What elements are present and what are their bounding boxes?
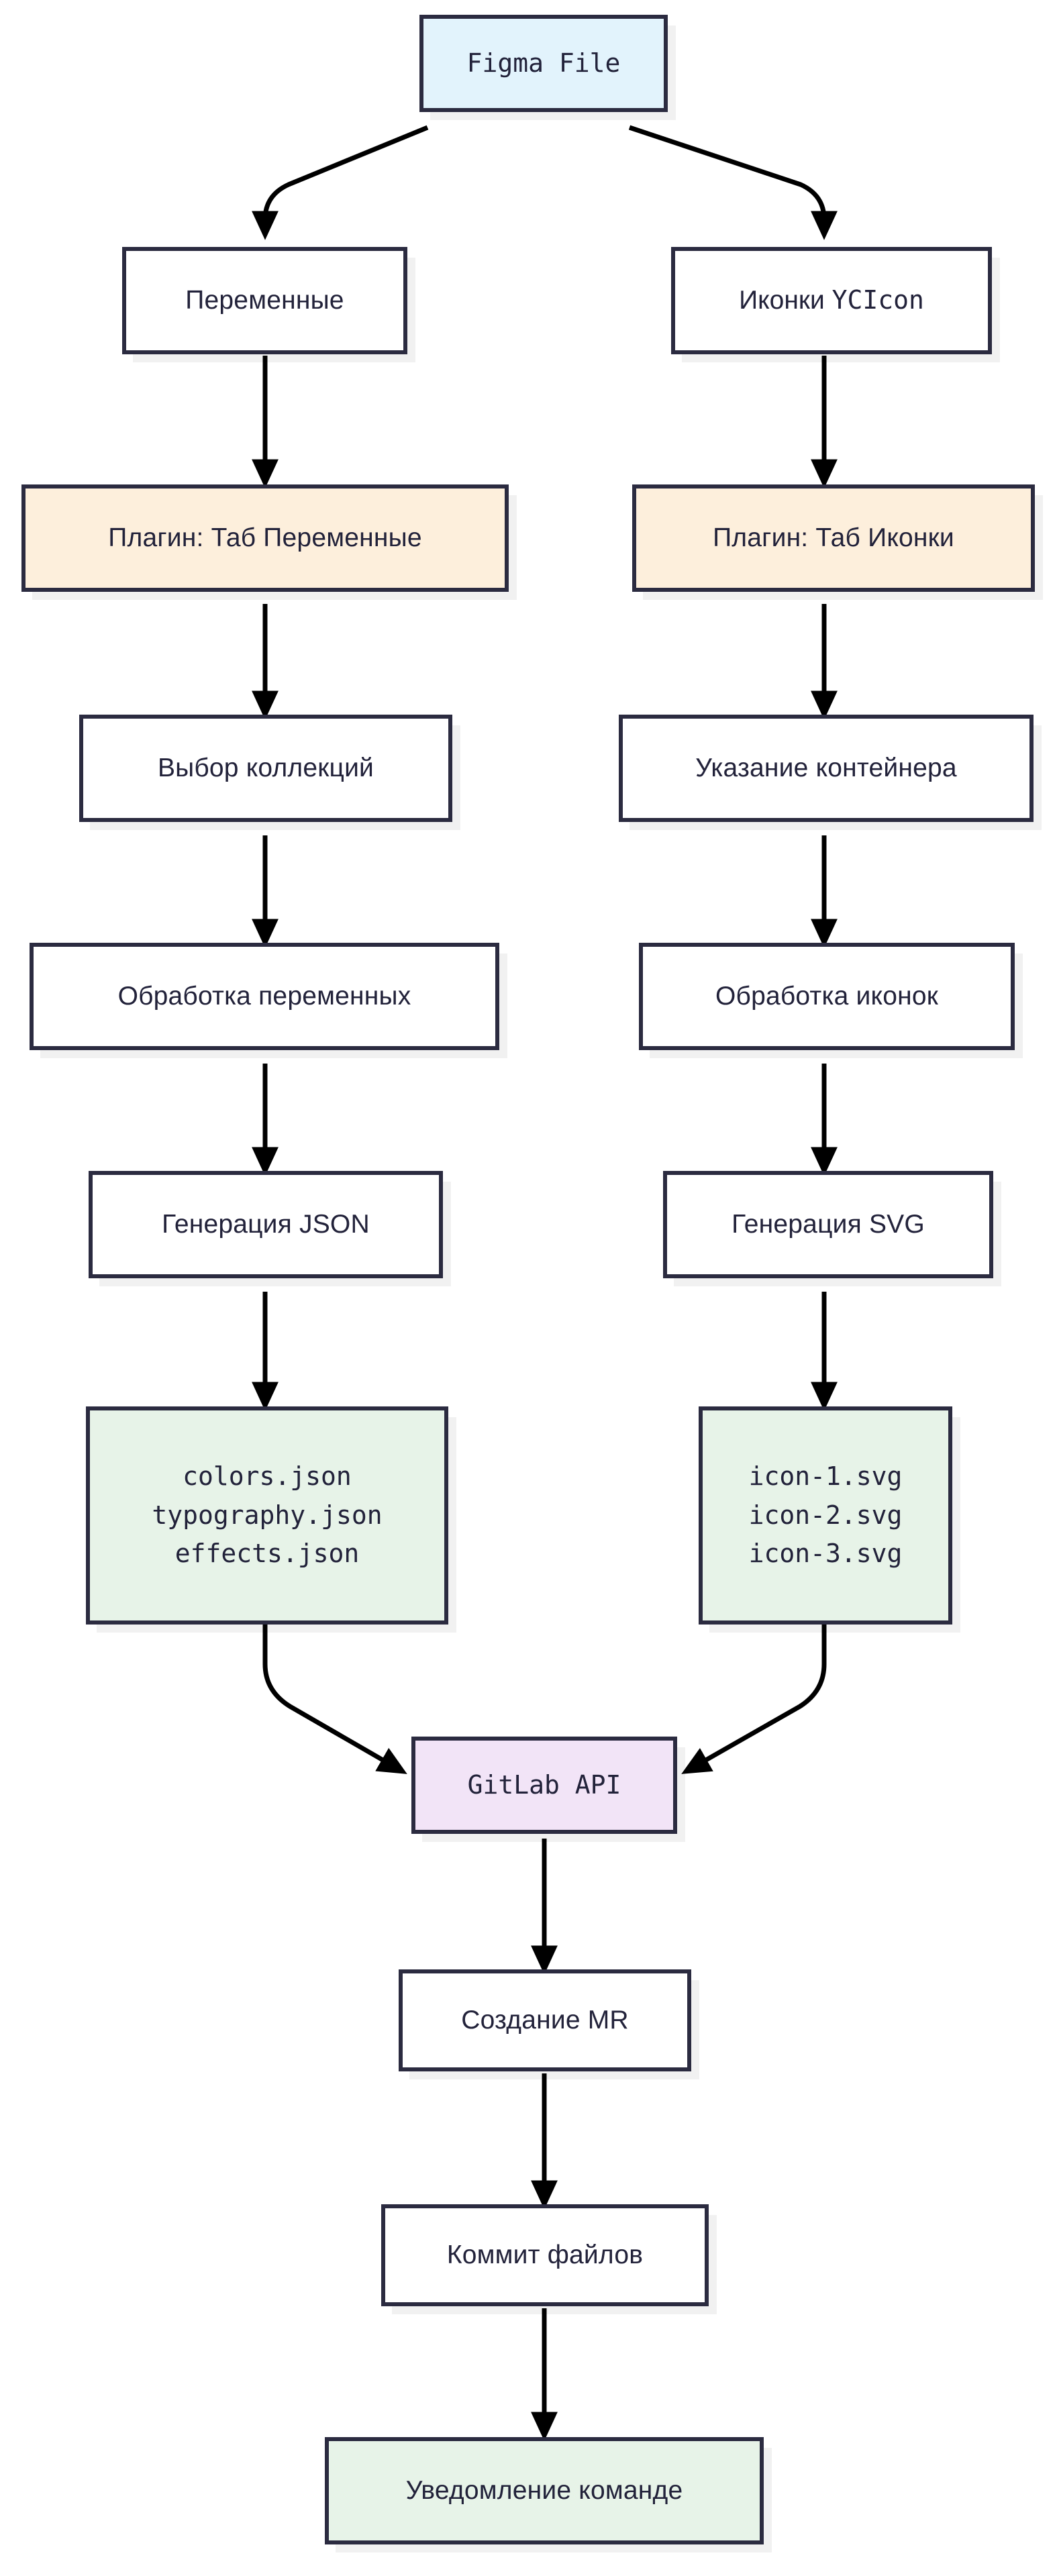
node-generate-json-label: Генерация JSON <box>162 1210 370 1239</box>
json-file-2: typography.json <box>152 1500 383 1530</box>
node-json-files[interactable]: colors.json typography.json effects.json <box>86 1406 448 1625</box>
edge-json-files-to-gitlab <box>262 1624 407 1774</box>
node-variables-label: Переменные <box>185 286 344 315</box>
edge-svg-files-to-gitlab <box>681 1624 827 1774</box>
node-generate-svg[interactable]: Генерация SVG <box>663 1171 993 1278</box>
node-icons-code: YCIcon <box>832 285 924 315</box>
node-figma-file-label: Figma File <box>466 48 621 78</box>
node-svg-files[interactable]: icon-1.svg icon-2.svg icon-3.svg <box>699 1406 952 1625</box>
node-notify-team-label: Уведомление команде <box>405 2476 683 2506</box>
json-file-3: effects.json <box>174 1539 360 1569</box>
node-create-mr[interactable]: Создание MR <box>399 1969 691 2071</box>
node-plugin-tab-variables-label: Плагин: Таб Переменные <box>108 523 422 553</box>
node-commit-files[interactable]: Коммит файлов <box>381 2204 709 2306</box>
node-svg-files-label: icon-1.svg icon-2.svg icon-3.svg <box>703 1457 948 1574</box>
node-notify-team[interactable]: Уведомление команде <box>325 2437 764 2544</box>
node-specify-container-label: Указание контейнера <box>695 754 957 783</box>
node-generate-svg-label: Генерация SVG <box>732 1210 925 1239</box>
node-process-variables[interactable]: Обработка переменных <box>30 943 499 1050</box>
edge-figma-to-variables <box>252 125 429 240</box>
edge-figma-to-icons <box>628 125 838 240</box>
node-generate-json[interactable]: Генерация JSON <box>89 1171 443 1278</box>
node-icons-ycicon-label: Иконки YCIcon <box>675 282 988 319</box>
node-commit-files-label: Коммит файлов <box>446 2240 644 2270</box>
node-icons-prefix: Иконки <box>739 286 832 315</box>
node-process-icons-label: Обработка иконок <box>715 982 938 1011</box>
node-create-mr-label: Создание MR <box>461 2006 629 2035</box>
node-plugin-tab-variables[interactable]: Плагин: Таб Переменные <box>21 484 509 592</box>
node-json-files-label: colors.json typography.json effects.json <box>90 1457 444 1574</box>
node-process-icons[interactable]: Обработка иконок <box>639 943 1015 1050</box>
node-select-collections-label: Выбор коллекций <box>157 754 374 783</box>
node-variables[interactable]: Переменные <box>122 247 407 354</box>
node-gitlab-api-label: GitLab API <box>467 1769 621 1800</box>
node-process-variables-label: Обработка переменных <box>117 982 411 1011</box>
node-specify-container[interactable]: Указание контейнера <box>619 715 1034 822</box>
node-figma-file[interactable]: Figma File <box>419 15 668 112</box>
node-plugin-tab-icons-label: Плагин: Таб Иконки <box>713 523 954 553</box>
node-select-collections[interactable]: Выбор коллекций <box>79 715 452 822</box>
json-file-1: colors.json <box>183 1461 352 1491</box>
node-gitlab-api[interactable]: GitLab API <box>411 1737 677 1834</box>
node-icons-ycicon[interactable]: Иконки YCIcon <box>671 247 992 354</box>
node-plugin-tab-icons[interactable]: Плагин: Таб Иконки <box>632 484 1035 592</box>
